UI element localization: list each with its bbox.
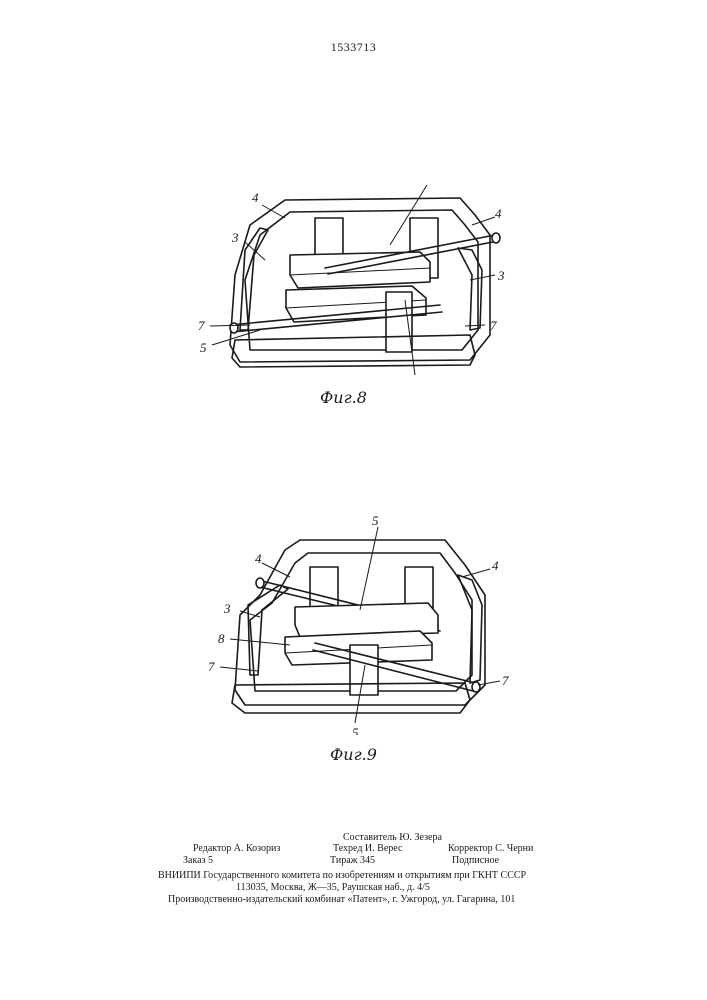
figure-9: 5 4 4 3 8 7 7 5 — [200, 515, 540, 735]
callout-3-left: 3 — [231, 230, 239, 245]
figure-8: 4 5 4 3 3 7 7 5 8 — [190, 180, 530, 380]
callout-5-top: 5 — [423, 180, 430, 183]
callout-3: 3 — [223, 601, 231, 616]
org-line: ВНИИПИ Государственного комитета по изоб… — [158, 870, 526, 882]
techred-credit: Техред И. Верес — [333, 843, 402, 855]
callout-4-left: 4 — [255, 551, 262, 566]
address-line: 113035, Москва, Ж—35, Раушская наб., д. … — [236, 882, 430, 894]
patent-number: 1533713 — [0, 40, 707, 55]
callout-7-right: 7 — [490, 318, 497, 333]
corrector-credit: Корректор С. Черни — [448, 843, 533, 855]
publisher-line: Производственно-издательский комбинат «П… — [168, 894, 515, 906]
order-number: Заказ 5 — [183, 855, 213, 867]
subscription: Подписное — [452, 855, 499, 867]
callout-3-right: 3 — [497, 268, 505, 283]
editor-credit: Редактор А. Козориз — [193, 843, 280, 855]
figure-9-caption: Фиг.9 — [330, 745, 377, 764]
callout-8: 8 — [218, 631, 225, 646]
circulation: Тираж 345 — [330, 855, 375, 867]
callout-7-right: 7 — [502, 673, 509, 688]
figure-8-caption: Фиг.8 — [320, 388, 367, 407]
callout-4-left: 4 — [252, 190, 259, 205]
callout-4-right: 4 — [495, 206, 502, 221]
figure-9-drawing: 5 4 4 3 8 7 7 5 — [200, 515, 540, 735]
callout-4-right: 4 — [492, 558, 499, 573]
callout-7-left: 7 — [198, 318, 205, 333]
figure-8-drawing: 4 5 4 3 3 7 7 5 8 — [190, 180, 530, 380]
callout-5-bottom: 5 — [200, 340, 207, 355]
callout-5-top: 5 — [372, 515, 379, 528]
callout-5-bottom: 5 — [352, 725, 359, 735]
callout-7-left: 7 — [208, 659, 215, 674]
